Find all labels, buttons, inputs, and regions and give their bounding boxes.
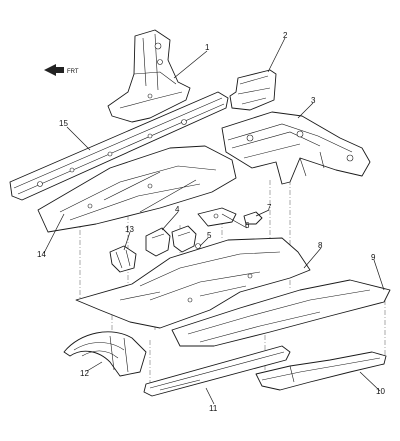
part-12-wheelhouse [63, 331, 147, 377]
callout-1: 1 [205, 43, 210, 52]
callout-15: 15 [59, 119, 68, 128]
forward-arrow-icon [44, 64, 64, 76]
callout-8: 8 [318, 241, 323, 250]
callout-12: 12 [80, 369, 89, 378]
callout-14: 14 [37, 250, 46, 259]
callout-13: 13 [125, 225, 134, 234]
part-14-front-floor [37, 145, 237, 233]
part-1-pillar [107, 29, 191, 123]
callout-7: 7 [267, 203, 272, 212]
callout-2: 2 [283, 31, 288, 40]
part-4-seat-mount [145, 225, 197, 257]
forward-indicator: FRT [44, 64, 79, 76]
part-2-bracket [229, 69, 277, 111]
forward-label: FRT [67, 69, 79, 75]
part-3-crossmember [221, 111, 371, 185]
callout-6: 6 [245, 221, 250, 230]
callout-5: 5 [207, 231, 212, 240]
part-11-inner-sill [143, 345, 291, 397]
callout-4: 4 [175, 205, 180, 214]
callout-numbers: 1 2 3 4 5 6 7 8 9 10 11 12 13 14 15 [37, 31, 385, 413]
part-6-plate [197, 207, 237, 227]
callout-10: 10 [376, 387, 385, 396]
callout-11: 11 [209, 404, 218, 413]
leader-lines [43, 37, 385, 405]
part-9-rear-floor [171, 279, 391, 347]
part-15-side-rail [9, 91, 229, 201]
part-8-center-floor [75, 237, 311, 329]
part-10-rear-rail [255, 351, 387, 391]
part-13-seat-bracket [109, 245, 137, 273]
callout-3: 3 [311, 96, 316, 105]
callout-9: 9 [371, 253, 376, 262]
part-5-fastener [195, 243, 201, 249]
